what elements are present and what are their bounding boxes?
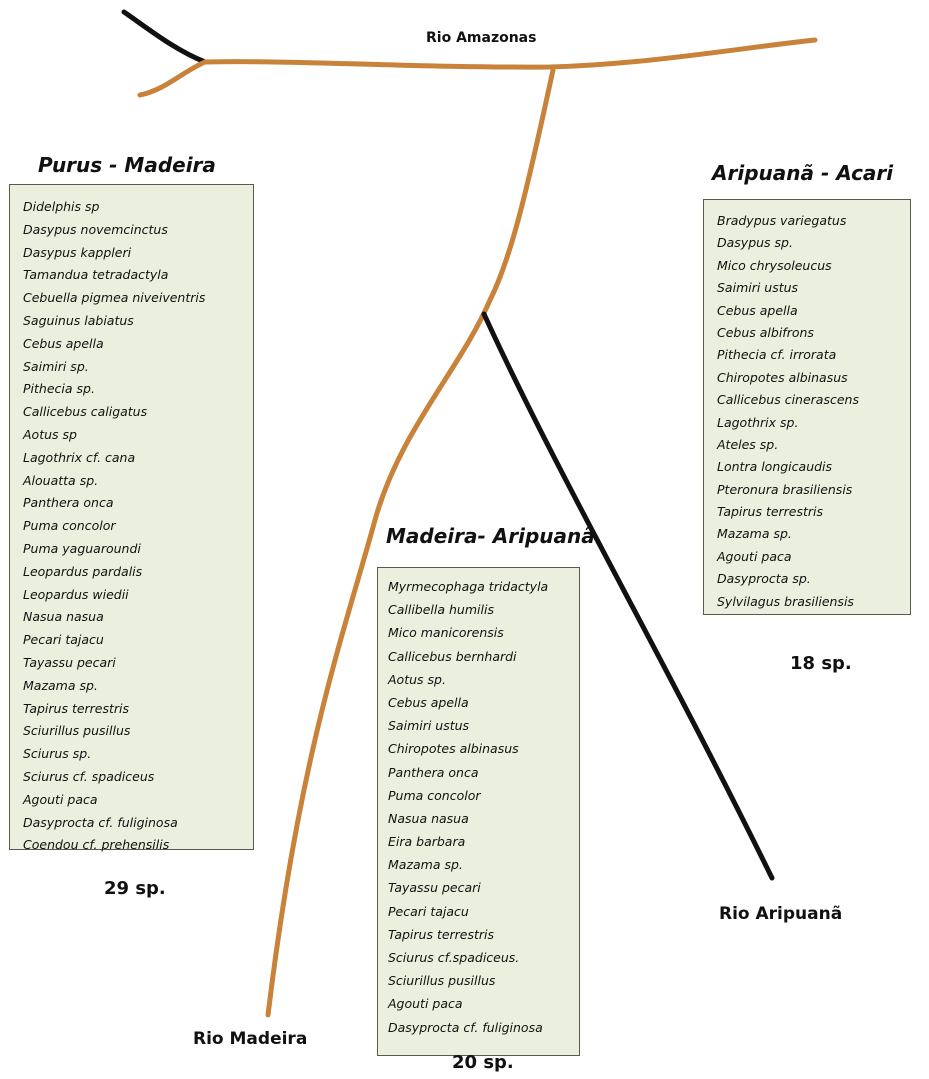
species-item: Pecari tajacu	[23, 632, 104, 648]
purus-madeira-title: Purus - Madeira	[38, 153, 216, 177]
species-item: Ateles sp.	[717, 436, 779, 452]
species-item: Chiropotes albinasus	[388, 741, 519, 757]
rio-amazonas-label: Rio Amazonas	[426, 30, 537, 46]
species-item: Mazama sp.	[388, 857, 463, 873]
species-item: Dasyprocta cf. fuliginosa	[23, 814, 178, 830]
species-item: Dasyprocta sp.	[717, 571, 811, 587]
amazonas-left-branch	[121, 9, 208, 65]
amazonas-river	[137, 37, 818, 98]
aripuana-acari-title: Aripuanã - Acari	[712, 161, 894, 185]
species-item: Nasua nasua	[388, 810, 469, 826]
species-item: Leopardus pardalis	[23, 563, 143, 579]
species-item: Mico chrysoleucus	[717, 257, 832, 273]
species-item: Pteronura brasiliensis	[717, 481, 853, 497]
species-item: Coendou cf. prehensilis	[23, 837, 170, 853]
species-item: Tapirus terrestris	[23, 700, 130, 716]
species-item: Puma concolor	[388, 787, 481, 803]
species-item: Dasyprocta cf. fuliginosa	[388, 1019, 543, 1035]
species-item: Mazama sp.	[23, 677, 98, 693]
species-item: Lagothrix sp.	[717, 414, 799, 430]
species-item: Nasua nasua	[23, 609, 104, 625]
species-item: Eira barbara	[388, 834, 466, 850]
rio-madeira-label: Rio Madeira	[193, 1029, 308, 1049]
species-item: Dasypus sp.	[717, 235, 793, 251]
species-item: Panthera onca	[388, 764, 479, 780]
madeira-aripuana-species-count: 20 sp.	[452, 1052, 514, 1073]
species-item: Sylvilagus brasiliensis	[717, 593, 854, 609]
species-item: Aotus sp.	[388, 671, 446, 687]
rio-aripuana-label: Rio Aripuanã	[719, 904, 843, 924]
species-item: Saimiri ustus	[717, 280, 799, 296]
species-item: Agouti paca	[388, 996, 463, 1012]
species-item: Mazama sp.	[717, 526, 792, 542]
species-item: Pecari tajacu	[388, 903, 469, 919]
species-item: Puma yaguaroundi	[23, 540, 141, 556]
species-item: Chiropotes albinasus	[717, 369, 848, 385]
madeira-river	[265, 67, 556, 1018]
species-item: Bradypus variegatus	[717, 213, 847, 228]
species-item: Sciurus sp.	[23, 746, 92, 762]
species-item: Sciurillus pusillus	[388, 973, 496, 989]
species-item: Lontra longicaudis	[717, 459, 833, 475]
species-item: Agouti paca	[717, 548, 792, 564]
species-item: Tayassu pecari	[23, 654, 116, 670]
species-item: Sciurus cf.spadiceus.	[388, 950, 520, 965]
species-item: Cebus apella	[23, 335, 104, 351]
species-item: Tamandua tetradactyla	[23, 267, 169, 283]
species-item: Tayassu pecari	[388, 880, 481, 896]
species-item: Puma concolor	[23, 518, 116, 534]
species-item: Myrmecophaga tridactyla	[388, 579, 549, 594]
species-item: Lagothrix cf. cana	[23, 449, 136, 465]
species-item: Callibella humilis	[388, 602, 494, 618]
species-item: Callicebus caligatus	[23, 404, 148, 420]
species-item: Sciurillus pusillus	[23, 723, 131, 739]
species-item: Agouti paca	[23, 791, 98, 807]
species-item: Tapirus terrestris	[717, 504, 824, 520]
species-item: Cebus albifrons	[717, 324, 814, 340]
species-item: Didelphis sp	[23, 199, 100, 214]
aripuana-river	[481, 311, 775, 881]
species-item: Dasypus kappleri	[23, 244, 132, 260]
species-item: Pithecia sp.	[23, 381, 95, 397]
species-item: Tapirus terrestris	[388, 926, 495, 942]
species-item: Pithecia cf. irrorata	[717, 347, 837, 363]
species-item: Sciurus cf. spadiceus	[23, 768, 155, 784]
species-item: Callicebus cinerascens	[717, 392, 859, 408]
species-item: Saimiri sp.	[23, 358, 89, 374]
species-item: Dasypus novemcinctus	[23, 221, 168, 237]
species-item: Saimiri ustus	[388, 718, 470, 734]
species-item: Mico manicorensis	[388, 625, 504, 641]
species-item: Cebus apella	[717, 302, 798, 318]
madeira-aripuana-title: Madeira- Aripuanã	[386, 524, 595, 548]
species-item: Saguinus labiatus	[23, 312, 134, 328]
species-item: Cebuella pigmea niveiventris	[23, 290, 206, 306]
species-item: Aotus sp	[23, 426, 77, 442]
species-item: Alouatta sp.	[23, 472, 99, 488]
species-item: Leopardus wiedii	[23, 586, 129, 602]
species-item: Callicebus bernhardi	[388, 648, 517, 664]
aripuana-acari-species-count: 18 sp.	[790, 653, 852, 674]
purus-madeira-species-count: 29 sp.	[104, 878, 166, 899]
species-item: Panthera onca	[23, 495, 114, 511]
species-item: Cebus apella	[388, 694, 469, 710]
